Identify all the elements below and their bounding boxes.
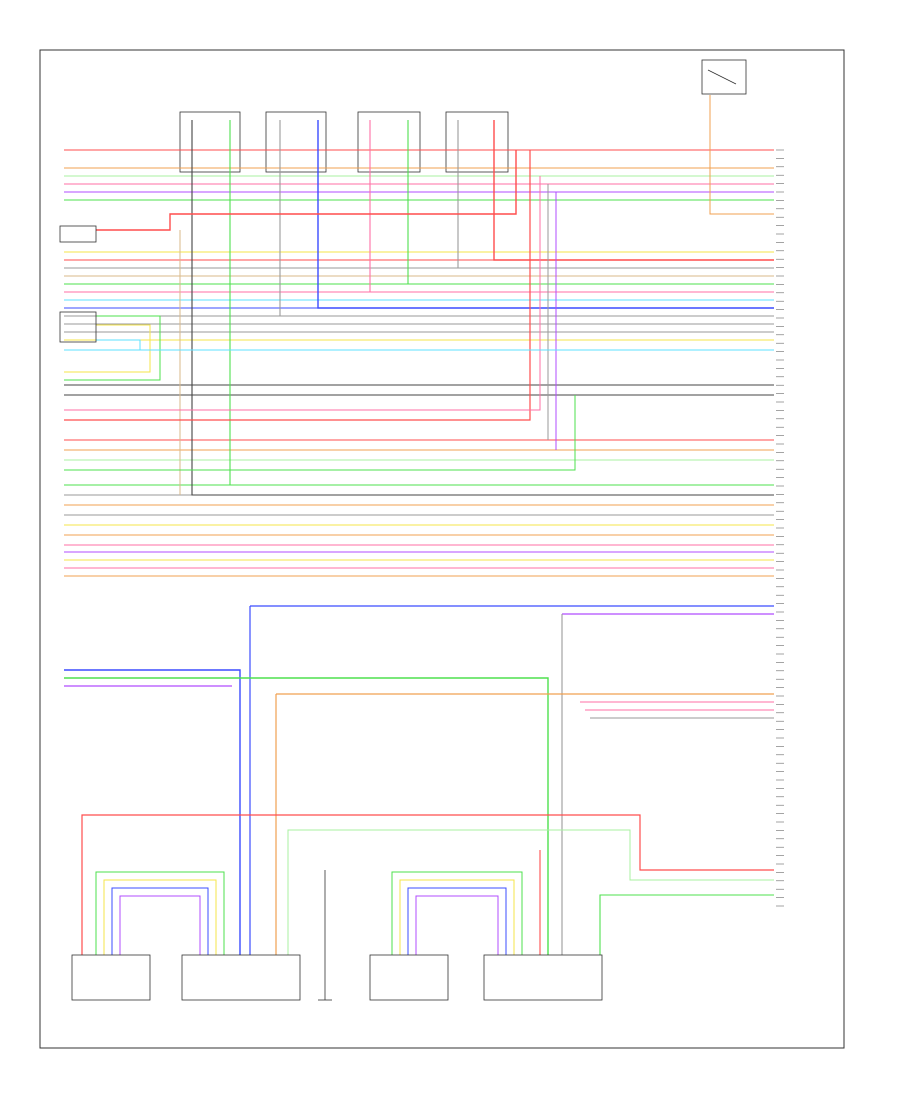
sensor-wire — [369, 120, 774, 293]
feed-wire — [599, 894, 774, 955]
connector-jumper — [407, 887, 507, 955]
connector-jumper — [95, 871, 225, 955]
loop-wire — [64, 395, 576, 471]
ground-symbol — [318, 870, 332, 1001]
sensor-wire — [229, 120, 774, 486]
sensor-wire — [317, 120, 774, 309]
left-wire — [64, 315, 161, 381]
drop-wire — [64, 669, 241, 955]
sensor-wire — [407, 120, 774, 285]
relay-box — [701, 59, 747, 95]
bottom-connector-group — [71, 954, 603, 1001]
bottom-connector-3 — [369, 954, 449, 1001]
connector-jumper — [415, 895, 499, 955]
top-connector-group — [179, 111, 509, 173]
right-connector-strip — [776, 149, 784, 907]
left-module-box-1 — [59, 225, 97, 243]
feed-wire — [81, 814, 774, 955]
loop-wire — [64, 176, 541, 411]
relay-switch-icon — [707, 69, 737, 85]
feed-wire — [287, 829, 774, 955]
left-wire — [96, 339, 774, 351]
bottom-connector-4 — [483, 954, 603, 1001]
connector-jumper — [399, 879, 515, 955]
connector-jumper — [391, 871, 523, 955]
drop-wire — [64, 677, 549, 955]
loop-wire — [64, 150, 531, 421]
connector-jumper — [103, 879, 217, 955]
left-wire — [64, 324, 151, 373]
bottom-connector-2 — [181, 954, 301, 1001]
sensor-wire — [493, 120, 774, 261]
relay-wire — [709, 95, 774, 215]
bottom-connector-1 — [71, 954, 151, 1001]
sensor-wire — [457, 120, 774, 269]
wire-layer — [64, 95, 774, 955]
sensor-wire — [191, 120, 774, 496]
power-wire — [96, 150, 517, 231]
connector-jumper — [111, 887, 209, 955]
left-module-box-2 — [59, 311, 97, 343]
sensor-wire — [279, 120, 774, 317]
diagram-frame — [39, 49, 845, 1049]
connector-jumper — [119, 895, 201, 955]
